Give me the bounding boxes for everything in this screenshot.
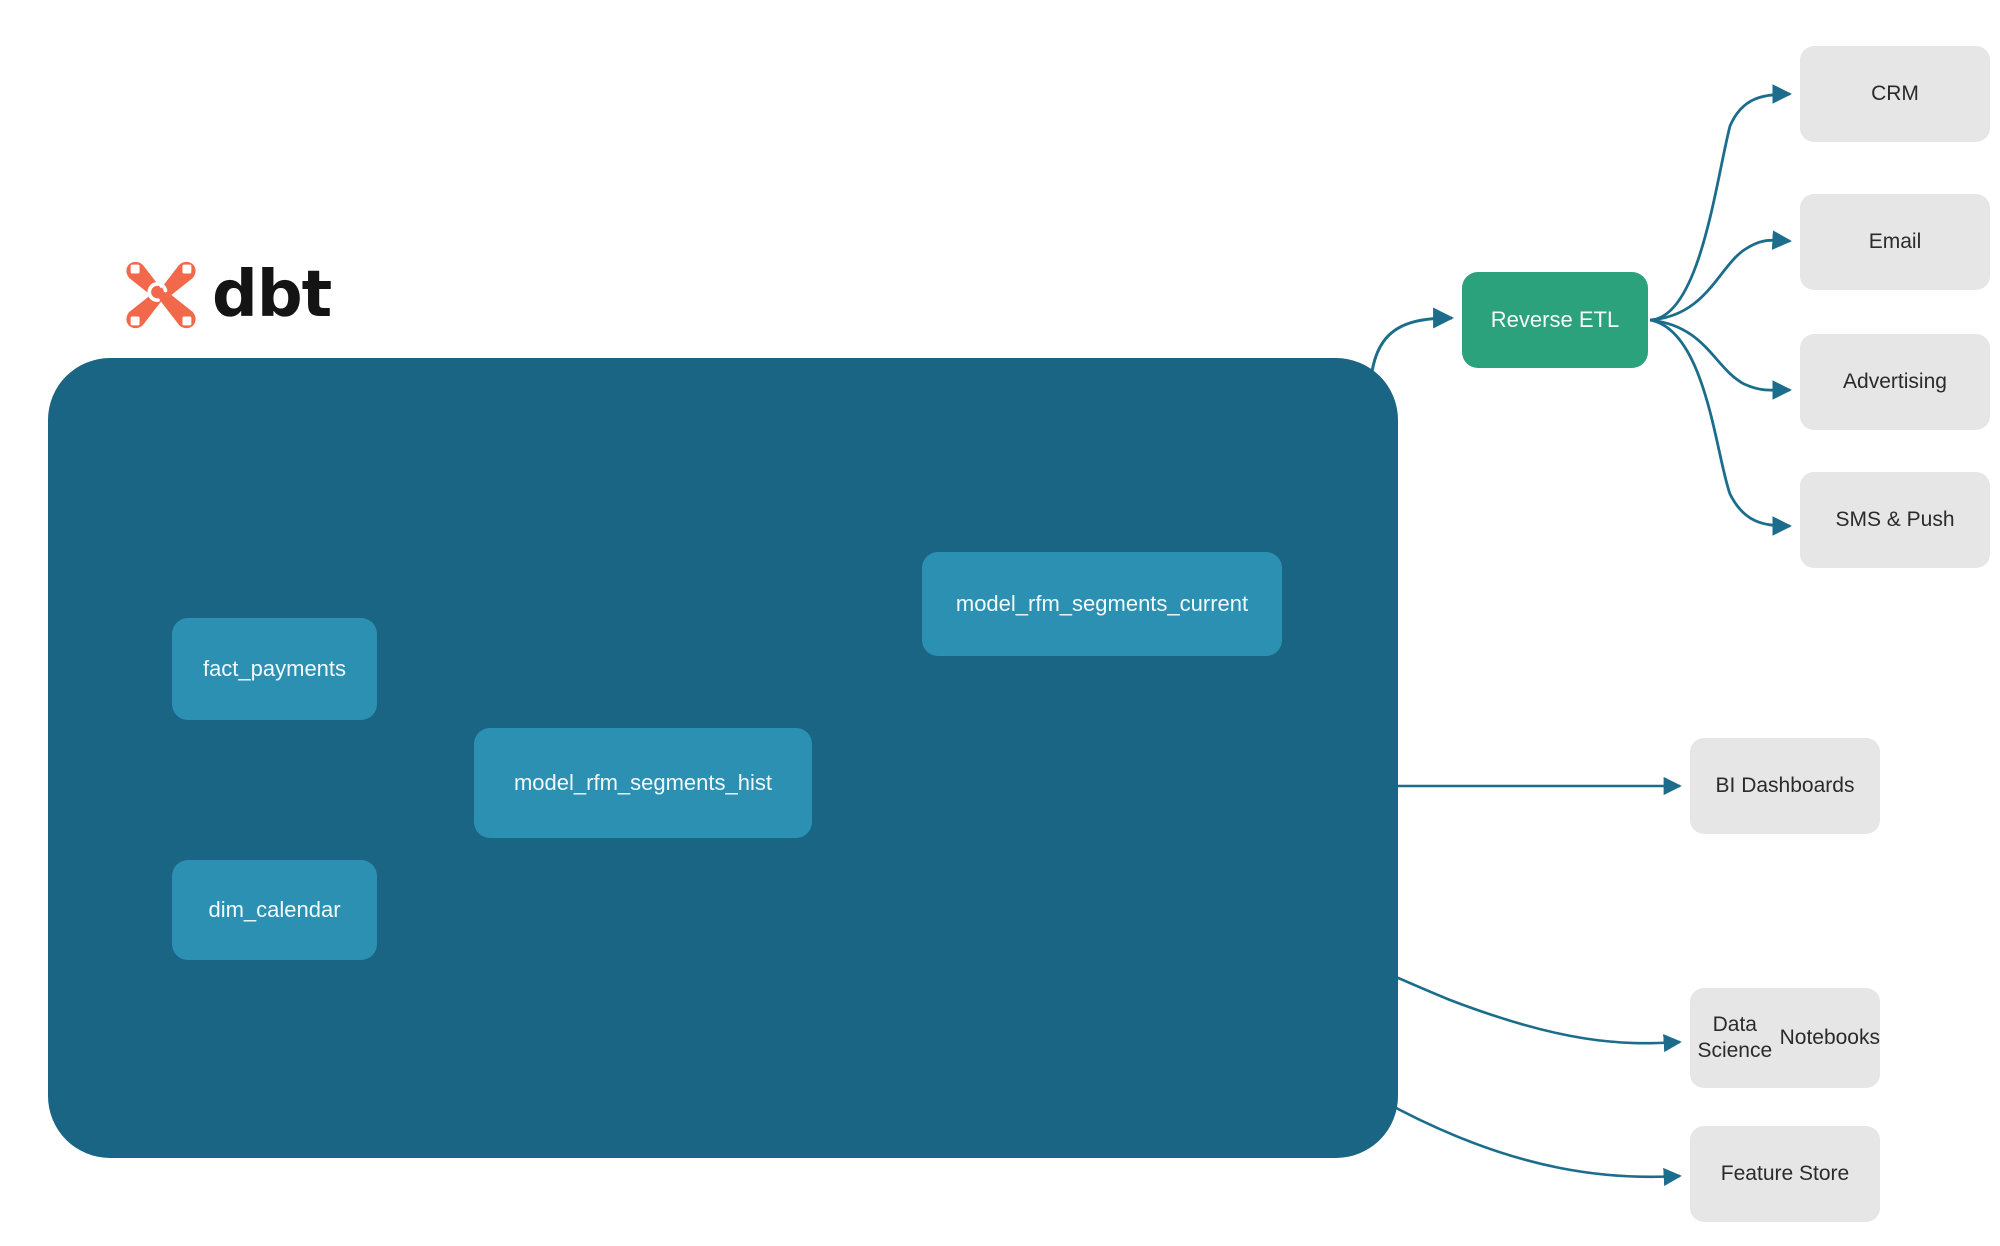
edge-reverse_etl-to-crm — [1649, 84, 1792, 322]
destination-node-advertising[interactable]: Advertising — [1800, 334, 1990, 430]
destination-node-bi-dashboards[interactable]: BI Dashboards — [1690, 738, 1880, 834]
dbt-wordmark: dbt — [212, 258, 332, 332]
destination-label-line-1: Data Science — [1697, 1013, 1773, 1062]
destination-node-crm[interactable]: CRM — [1800, 46, 1990, 142]
model-node-rfm-segments-current[interactable]: model_rfm_segments_current — [922, 552, 1282, 656]
destination-node-feature-store[interactable]: Feature Store — [1690, 1126, 1880, 1222]
model-node-rfm-segments-hist[interactable]: model_rfm_segments_hist — [474, 728, 812, 838]
dbt-brand-logo: dbt — [124, 258, 332, 332]
model-node-dim-calendar[interactable]: dim_calendar — [172, 860, 377, 960]
reverse-etl-node[interactable]: Reverse ETL — [1462, 272, 1648, 368]
dbt-logo-icon — [126, 261, 196, 329]
edge-reverse_etl-to-email — [1649, 230, 1792, 322]
destination-node-email[interactable]: Email — [1800, 194, 1990, 290]
destination-node-data-science-notebooks[interactable]: Data Science Notebooks — [1690, 988, 1880, 1088]
model-node-fact-payments[interactable]: fact_payments — [172, 618, 377, 720]
destination-label-line-2: Notebooks — [1779, 1026, 1880, 1050]
edge-reverse_etl-to-sms_push — [1649, 318, 1792, 536]
edge-reverse_etl-to-advertising — [1649, 318, 1792, 400]
destination-node-sms-push[interactable]: SMS & Push — [1800, 472, 1990, 568]
